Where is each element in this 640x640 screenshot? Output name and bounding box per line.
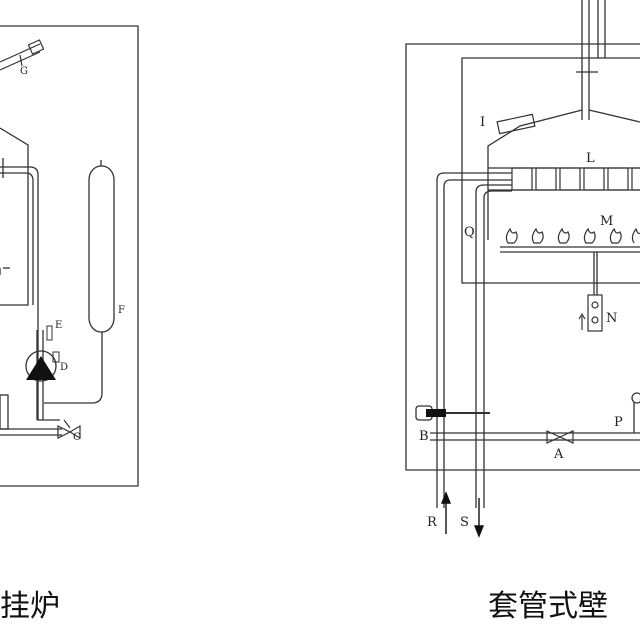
caption-right: 套管式壁 [488,589,608,624]
left-supply-pipe [0,166,60,421]
label-e: E [55,320,62,331]
left-casing [0,25,139,487]
arrow-r [440,491,452,534]
label-n: N [606,311,617,326]
expansion-pipe [44,332,103,404]
label-s: S [460,515,469,530]
arrow-s [473,498,485,538]
expansion-vessel [88,165,115,333]
right-supply-pipe [436,172,512,508]
heat-exchanger-l [511,167,640,191]
valve-g [0,39,45,71]
label-p: P [614,415,623,430]
label-i: I [480,115,485,130]
left-return-pipe [0,172,34,305]
label-a: A [553,447,564,462]
label-b: B [419,429,429,444]
sensor-e [46,325,53,341]
label-d: D [60,362,68,373]
label-c: C [73,432,81,443]
sensor-i [496,113,536,135]
component-p [631,392,640,404]
gas-valve-n [578,294,603,332]
right-boiler [405,0,640,508]
caption-left: 挂炉 [0,589,60,624]
right-return-pipe [475,184,512,508]
label-q: Q [464,225,475,240]
burner-flames-m [505,227,640,244]
right-inner-casing [461,57,640,284]
label-r: R [427,515,438,530]
pump-d [25,350,60,382]
left-exchanger-body [0,127,29,306]
valve-a [546,430,574,444]
label-g: G [20,66,28,77]
label-f: F [118,305,125,316]
right-casing [405,43,640,471]
label-l: L [586,151,595,166]
label-m: M [600,214,613,229]
valve-c [57,419,81,440]
left-boiler [0,25,139,487]
right-inner-pipe [443,179,512,508]
ignitor-b [415,405,490,421]
